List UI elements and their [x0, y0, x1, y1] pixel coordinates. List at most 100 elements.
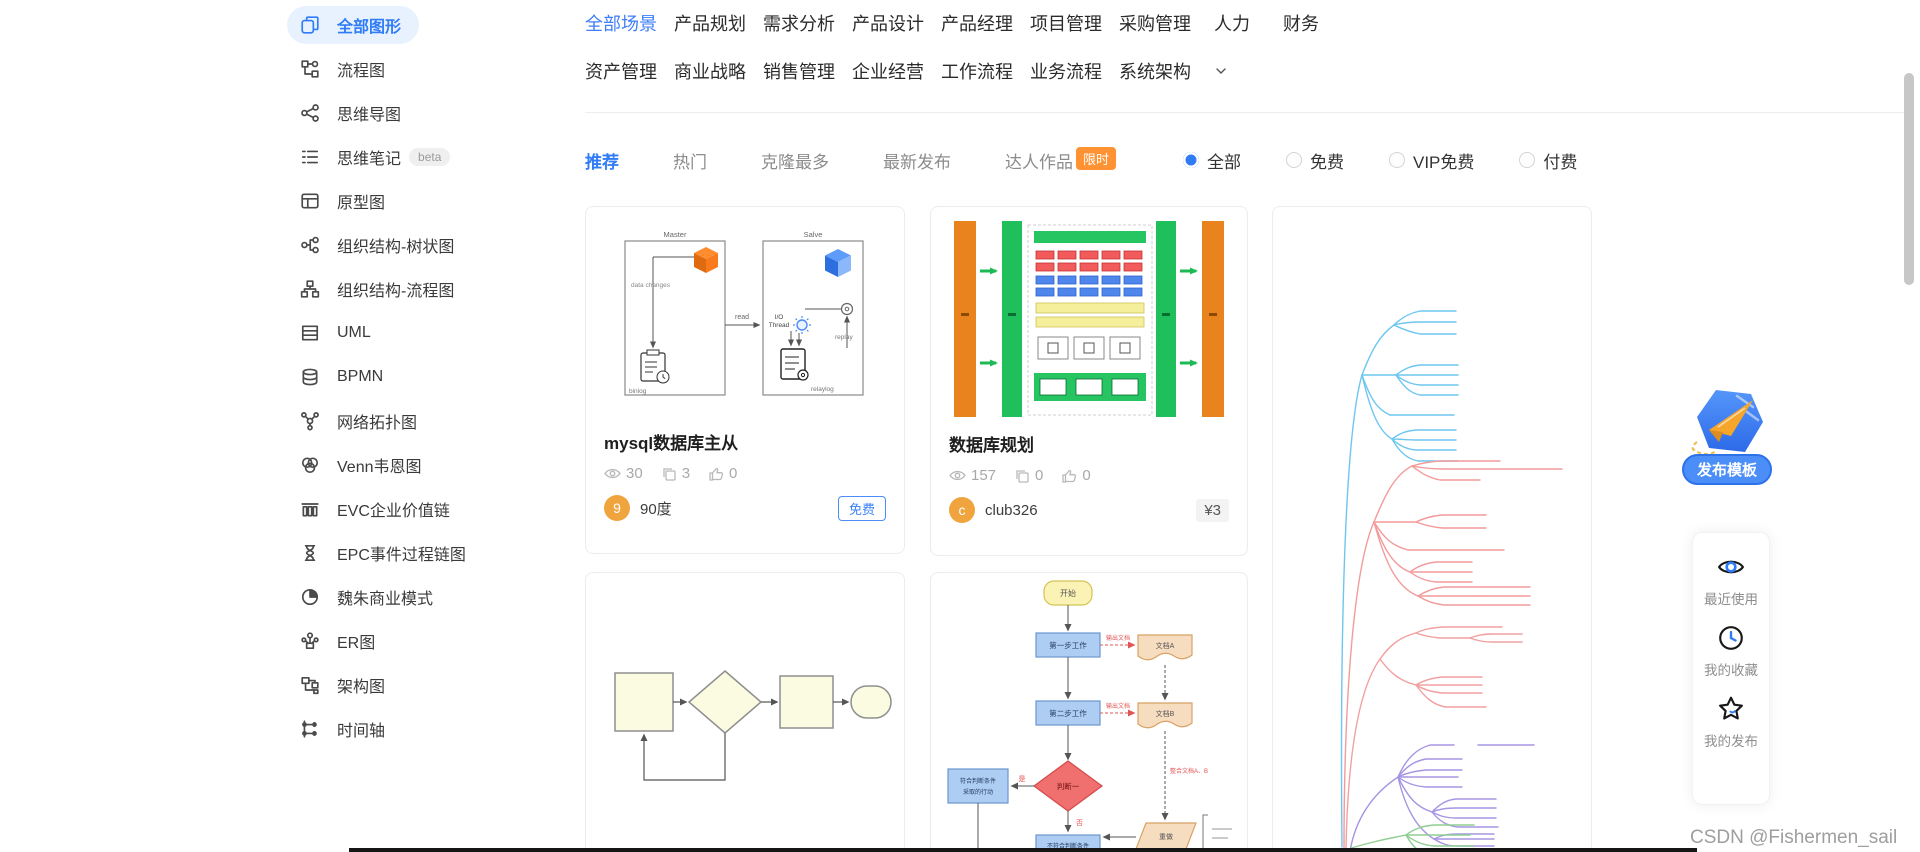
svg-text:判断一: 判断一 — [1057, 781, 1080, 791]
my-favorites-button[interactable]: 我的收藏 — [1704, 624, 1758, 679]
author-avatar[interactable]: c — [949, 497, 975, 523]
mindmap-icon — [300, 103, 320, 123]
publish-template-button[interactable]: 发布模板 — [1668, 384, 1786, 485]
thumbs-up-icon — [709, 467, 724, 481]
svg-text:文档B: 文档B — [1156, 709, 1175, 718]
nav-item[interactable]: 需求分析 — [763, 14, 835, 34]
price-badge: ¥3 — [1196, 498, 1229, 522]
template-card-mindmap[interactable] — [1272, 206, 1592, 852]
nav-item[interactable]: 商业战略 — [674, 62, 746, 82]
template-card-db-plan[interactable]: 数据库规划 157 0 0 c club326 ¥3 — [930, 206, 1248, 556]
tab-hot[interactable]: 热门 — [673, 152, 707, 172]
nav-item[interactable]: 业务流程 — [1030, 62, 1102, 82]
clones-stat: 0 — [1014, 467, 1043, 484]
sidebar-item-bpmn[interactable]: BPMN — [287, 358, 401, 396]
architecture-icon — [300, 675, 320, 695]
nav-item[interactable]: 系统架构 — [1119, 62, 1191, 82]
recent-used-button[interactable]: 最近使用 — [1704, 553, 1758, 608]
author-avatar[interactable]: 9 — [604, 495, 630, 521]
nav-item[interactable]: 企业经营 — [852, 62, 924, 82]
svg-text:read: read — [735, 314, 749, 321]
eye-icon — [604, 468, 621, 479]
my-published-button[interactable]: 我的发布 — [1704, 695, 1758, 750]
template-stats: 157 0 0 — [949, 467, 1229, 484]
likes-stat: 0 — [1061, 467, 1091, 484]
nav-item[interactable]: 资产管理 — [585, 62, 657, 82]
limited-time-badge: 限时 — [1076, 146, 1117, 170]
sidebar-item-evc[interactable]: EVC企业价值链 — [287, 490, 468, 528]
evc-icon — [300, 499, 320, 519]
svg-text:重做: 重做 — [1159, 832, 1173, 841]
nav-item[interactable]: 产品经理 — [941, 14, 1013, 34]
price-filter-radios: 全部 免费 VIP免费 付费 — [1183, 146, 1577, 174]
sidebar-item-label: 全部图形 — [337, 19, 402, 36]
author-name[interactable]: 90度 — [640, 500, 672, 518]
template-title: mysql数据库主从 — [604, 434, 739, 453]
svg-text:开始: 开始 — [1060, 588, 1076, 598]
publish-button-label[interactable]: 发布模板 — [1681, 454, 1772, 485]
sidebar-item-prototype[interactable]: 原型图 — [287, 182, 403, 220]
radio-vip-free[interactable]: VIP免费 — [1389, 148, 1474, 173]
sidebar-item-epc[interactable]: EPC事件过程链图 — [287, 534, 484, 572]
nav-item[interactable]: 产品设计 — [852, 14, 924, 34]
venn-icon — [300, 455, 320, 475]
likes-stat: 0 — [708, 465, 737, 482]
nav-item[interactable]: 项目管理 — [1030, 14, 1102, 34]
nav-expand-button[interactable] — [1214, 64, 1228, 78]
template-card-flowchart-work[interactable]: 开始 第一步工作 输出文档 文档A 第二步工作 输出文档 文档B 判断一 是 符… — [930, 572, 1248, 852]
nav-item[interactable]: 工作流程 — [941, 62, 1013, 82]
nav-row-1: 全部场景 产品规划 需求分析 产品设计 产品经理 项目管理 采购管理 人力 财务 — [585, 8, 1615, 38]
svg-text:整合文档A、B: 整合文档A、B — [1170, 767, 1208, 775]
sidebar-item-org-flow[interactable]: 组织结构-流程图 — [287, 270, 472, 308]
network-topology-icon — [300, 411, 320, 431]
nav-item[interactable]: 采购管理 — [1119, 14, 1191, 34]
svg-text:relaylog: relaylog — [811, 386, 834, 393]
radio-free[interactable]: 免费 — [1286, 148, 1344, 173]
radio-icon — [1286, 152, 1302, 168]
clock-icon — [1719, 626, 1743, 650]
bpmn-icon — [300, 367, 320, 387]
nav-item[interactable]: 销售管理 — [763, 62, 835, 82]
sidebar-item-uml[interactable]: UML — [287, 314, 389, 352]
radio-all[interactable]: 全部 — [1183, 148, 1241, 173]
template-card-flowchart-simple[interactable] — [585, 572, 905, 852]
sidebar-item-er[interactable]: ER图 — [287, 622, 393, 660]
template-thumbnail-mindmap — [1340, 310, 1563, 852]
org-tree-icon — [300, 235, 320, 255]
nav-item[interactable]: 财务 — [1283, 14, 1319, 34]
radio-paid[interactable]: 付费 — [1519, 148, 1577, 173]
sidebar-item-network-topology[interactable]: 网络拓扑图 — [287, 402, 435, 440]
sidebar-item-org-tree[interactable]: 组织结构-树状图 — [287, 226, 472, 264]
sidebar-item-weizhu-business[interactable]: 魏朱商业模式 — [287, 578, 451, 616]
eye-icon — [949, 470, 966, 481]
vertical-scrollbar[interactable] — [1904, 73, 1914, 285]
tab-latest[interactable]: 最新发布 — [883, 152, 951, 172]
tab-most-cloned[interactable]: 克隆最多 — [761, 152, 829, 172]
free-badge: 免费 — [837, 495, 886, 521]
sidebar-item-flowchart[interactable]: 流程图 — [287, 50, 403, 88]
tab-expert-works[interactable]: 达人作品限时 — [1005, 146, 1117, 173]
eye-icon — [1717, 560, 1745, 574]
timeline-icon — [300, 719, 320, 739]
svg-text:第二步工作: 第二步工作 — [1049, 708, 1087, 718]
card-footer: 9 90度 免费 — [604, 495, 886, 521]
mind-notes-icon — [300, 147, 320, 167]
author-name[interactable]: club326 — [985, 501, 1038, 519]
clones-stat: 3 — [661, 465, 690, 482]
svg-text:I/O: I/O — [775, 314, 784, 321]
template-card-mysql[interactable]: Master data changes binlog read Salve I/… — [585, 206, 905, 554]
thumbs-up-icon — [1062, 469, 1077, 483]
sidebar-item-mindmap[interactable]: 思维导图 — [287, 94, 419, 132]
nav-item[interactable]: 产品规划 — [674, 14, 746, 34]
tab-recommend[interactable]: 推荐 — [585, 152, 619, 172]
sidebar-item-all-graphs[interactable]: 全部图形 — [287, 6, 420, 44]
svg-text:Master: Master — [664, 230, 687, 239]
sidebar-item-timeline[interactable]: 时间轴 — [287, 710, 403, 748]
svg-text:符合判断条件: 符合判断条件 — [960, 777, 996, 785]
sidebar-item-architecture[interactable]: 架构图 — [287, 666, 403, 704]
sidebar-item-venn[interactable]: Venn韦恩图 — [287, 446, 440, 484]
sidebar-item-mind-notes[interactable]: 思维笔记 beta — [287, 138, 468, 176]
chevron-down-icon — [1216, 68, 1226, 74]
nav-item-all-scenes[interactable]: 全部场景 — [585, 14, 657, 34]
nav-item[interactable]: 人力 — [1214, 14, 1250, 34]
